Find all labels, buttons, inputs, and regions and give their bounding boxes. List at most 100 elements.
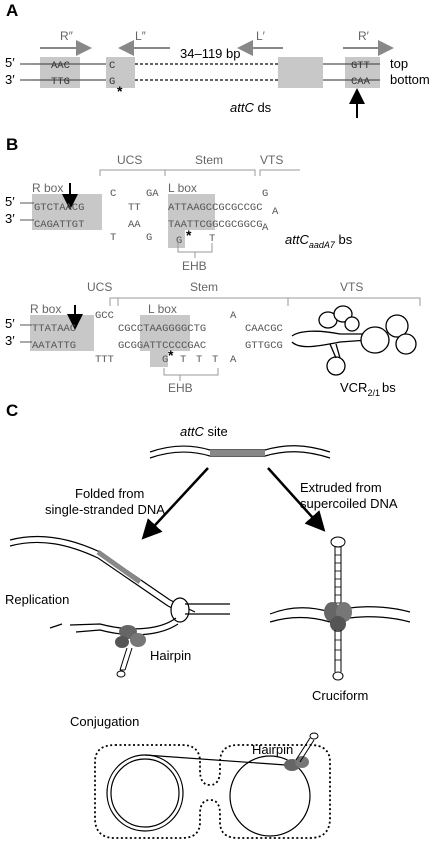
vcr-vts-label: VTS bbox=[340, 280, 363, 294]
replication-attc bbox=[96, 549, 142, 585]
vcr-r-box-area bbox=[30, 315, 94, 351]
aada7-loop-c: C bbox=[110, 188, 116, 200]
seq-top-left: AAC bbox=[51, 60, 70, 72]
replication-label: Replication bbox=[5, 592, 69, 607]
ehb-label-b2: EHB bbox=[168, 381, 193, 395]
three-prime-a: 3′ bbox=[5, 72, 15, 87]
vcr-bulge-g: G bbox=[162, 354, 168, 366]
vcr-bulge-t3: T bbox=[212, 354, 218, 366]
vcr-bulge-t1: T bbox=[180, 354, 186, 366]
vcr-bottom-ucs: TTT bbox=[95, 354, 114, 366]
l-prime-box bbox=[278, 57, 323, 88]
attc-aada7-structure: UCS Stem VTS R box L box 5′ 3′ GTCTAACG … bbox=[5, 153, 353, 273]
vcr-l-box-label: L box bbox=[148, 302, 177, 316]
ucs-label: UCS bbox=[117, 153, 142, 167]
seq-bottom-right: CAA bbox=[351, 76, 371, 88]
five-prime-a: 5′ bbox=[5, 55, 15, 70]
ehb-label-b1: EHB bbox=[182, 259, 207, 273]
spacer-length: 34–119 bp bbox=[180, 46, 241, 61]
folded-line1: Folded from bbox=[75, 486, 144, 501]
vcr-structure: UCS Stem VTS R box L box 5′ 3′ TTATAAC A… bbox=[5, 280, 421, 398]
aada7-loop-ga: GA bbox=[146, 188, 159, 200]
vcr-top-end: CAACGC bbox=[245, 323, 283, 335]
aada7-loop-g: G bbox=[146, 232, 152, 244]
vcr-bottom-r: AATATTG bbox=[32, 340, 76, 352]
vcr-stem-label: Stem bbox=[190, 280, 218, 294]
seq-top-mid: C bbox=[109, 60, 115, 72]
aada7-vts-g: G bbox=[262, 188, 268, 200]
l-double-prime-box bbox=[106, 57, 135, 88]
vts-label: VTS bbox=[260, 153, 283, 167]
r-double-prime-box bbox=[40, 57, 80, 88]
r-prime-box bbox=[345, 57, 380, 88]
replication-hairpin bbox=[115, 625, 146, 678]
aada7-loop-tt: TT bbox=[128, 202, 141, 214]
conjugation-label: Conjugation bbox=[70, 714, 139, 729]
five-prime-b2: 5′ bbox=[5, 316, 15, 331]
vcr-top-r: TTATAAC bbox=[32, 323, 76, 335]
panel-a: A R″ L″ L′ R′ 5′ 3′ AAC TTG C G * GTT CA… bbox=[5, 1, 430, 118]
conjugation-cells bbox=[94, 744, 331, 839]
attc-ds-caption: attC ds bbox=[230, 100, 272, 115]
vcr-loop-a-bottom: A bbox=[230, 354, 237, 366]
conjugation-hairpin bbox=[284, 732, 319, 771]
asterisk-a: * bbox=[117, 83, 123, 99]
l-prime-label: L′ bbox=[256, 29, 266, 43]
r-double-prime-label: R″ bbox=[60, 29, 74, 43]
plasmids bbox=[106, 754, 311, 837]
panel-c-label: C bbox=[6, 401, 18, 420]
aada7-top-r: GTCTAACG bbox=[34, 202, 84, 214]
aada7-bulge-g: G bbox=[176, 235, 182, 247]
panel-c: C attC site Folded from single-stranded … bbox=[5, 401, 411, 839]
attc-site-label: attC site bbox=[180, 424, 228, 439]
three-prime-b2: 3′ bbox=[5, 333, 15, 348]
asterisk-b2: * bbox=[168, 347, 174, 363]
asterisk-b1: * bbox=[186, 227, 192, 243]
r-prime-label: R′ bbox=[358, 29, 370, 43]
hairpin-label: Hairpin bbox=[150, 648, 191, 663]
aada7-bottom-r: CAGATTGT bbox=[34, 219, 84, 231]
vcr-bottom-stem: GCGGATTCCCCGAC bbox=[118, 340, 206, 352]
l-box-label: L box bbox=[168, 181, 197, 195]
vcr-bulge-t2: T bbox=[196, 354, 202, 366]
vcr-loop-a-top: A bbox=[230, 310, 237, 322]
vcr-top-stem: CGCCTAAGGGGCTG bbox=[118, 323, 206, 335]
aada7-loop-aa: AA bbox=[128, 219, 141, 231]
folded-arrow bbox=[141, 467, 209, 540]
vcr-top-ucs: GCC bbox=[95, 310, 114, 322]
aada7-vts-a2: A bbox=[262, 222, 269, 234]
vcr-l-box-area bbox=[140, 315, 190, 367]
stem-label: Stem bbox=[195, 153, 223, 167]
vcr-r-box-label: R box bbox=[30, 302, 61, 316]
l-box-area bbox=[168, 194, 215, 248]
vcr-ucs-label: UCS bbox=[87, 280, 112, 294]
attc-site-highlight bbox=[210, 450, 265, 456]
aada7-top-stem: ATTAAGCCGCGCCGC bbox=[168, 202, 263, 214]
cruciform-label: Cruciform bbox=[312, 688, 368, 703]
seq-top-right: GTT bbox=[351, 60, 370, 72]
folded-line2: single-stranded DNA bbox=[45, 502, 165, 517]
top-label: top bbox=[390, 56, 408, 71]
vcr-bottom-end: GTTGCG bbox=[245, 340, 283, 352]
r-box-label: R box bbox=[32, 181, 63, 195]
bottom-label: bottom bbox=[390, 72, 430, 87]
extruded-arrow bbox=[267, 467, 326, 532]
hairpin2-label: Hairpin bbox=[252, 742, 293, 757]
panel-a-label: A bbox=[6, 1, 18, 20]
three-prime-b1: 3′ bbox=[5, 211, 15, 226]
seq-bottom-left: TTG bbox=[51, 76, 70, 88]
replication-fork bbox=[9, 535, 230, 636]
seq-bottom-mid: G bbox=[109, 76, 115, 88]
five-prime-b1: 5′ bbox=[5, 194, 15, 209]
aada7-bottom-stem: TAATTCGGCGCGGCG bbox=[168, 219, 263, 231]
aada7-name: attCaadA7 bs bbox=[285, 232, 353, 250]
extruded-line1: Extruded from bbox=[300, 480, 382, 495]
extruded-line2: supercoiled DNA bbox=[300, 496, 398, 511]
panel-b-label: B bbox=[6, 135, 18, 154]
l-double-prime-label: L″ bbox=[135, 29, 147, 43]
aada7-bulge-t: T bbox=[209, 233, 215, 245]
aada7-vts-a1: A bbox=[272, 206, 279, 218]
aada7-loop-t: T bbox=[110, 232, 116, 244]
